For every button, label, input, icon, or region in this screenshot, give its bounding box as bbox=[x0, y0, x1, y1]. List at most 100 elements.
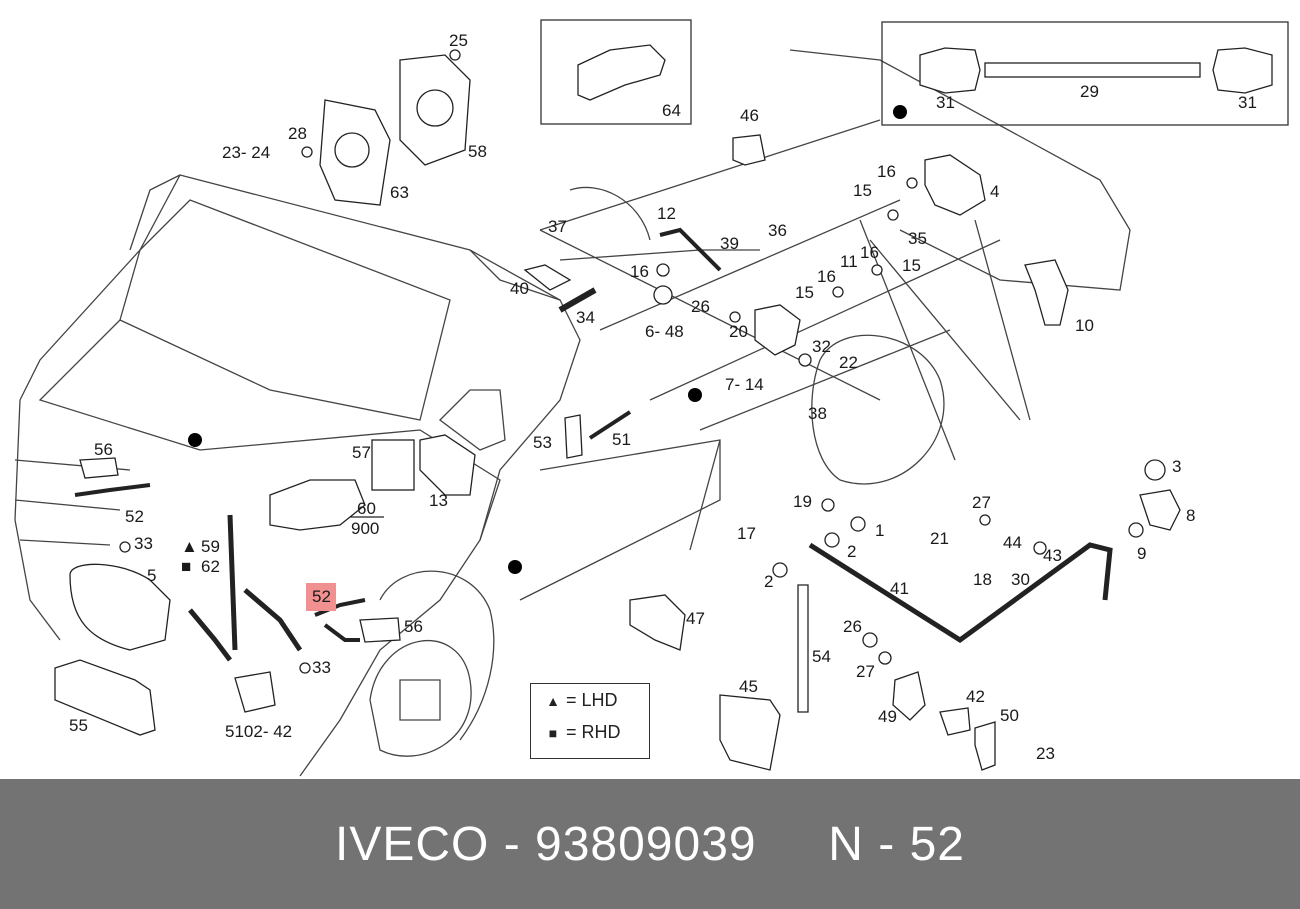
part-45-bracket bbox=[719, 694, 781, 771]
rear-wheel bbox=[811, 334, 945, 485]
label-53: 53 bbox=[533, 433, 552, 452]
label-57: 57 bbox=[352, 443, 371, 462]
label-39: 39 bbox=[720, 234, 739, 253]
label-8: 8 bbox=[1186, 506, 1195, 525]
parts-diagram: 25 58 28 23- 24 63 64 46 31 29 31 16 15 … bbox=[14, 19, 1289, 777]
part-51-pipe bbox=[588, 410, 632, 440]
lhd-symbol: ▲ bbox=[546, 693, 560, 709]
part-56-bracket-left bbox=[79, 457, 119, 479]
label-52-left: 52 bbox=[125, 507, 144, 526]
label-40: 40 bbox=[510, 279, 529, 298]
label-56-left: 56 bbox=[94, 440, 113, 459]
part-63-hole bbox=[334, 132, 370, 168]
part-31-nut-right bbox=[1212, 47, 1273, 94]
part-53-bracket bbox=[564, 414, 583, 459]
diagram-drawing bbox=[14, 19, 1289, 777]
label-23: 23 bbox=[1036, 744, 1055, 763]
part-12-pipe bbox=[659, 227, 722, 272]
vehicle-front-outline bbox=[14, 399, 131, 641]
label-45: 45 bbox=[739, 677, 758, 696]
part-55-bracket bbox=[54, 659, 156, 736]
inset-box-29-31 bbox=[881, 21, 1289, 126]
marker-dot bbox=[508, 560, 522, 574]
label-41: 41 bbox=[890, 579, 909, 598]
label-15-top: 15 bbox=[853, 181, 872, 200]
label-30: 30 bbox=[1011, 570, 1030, 589]
part-31-nut-left bbox=[919, 47, 981, 94]
label-59: 59 bbox=[201, 537, 220, 556]
mirror-bracket bbox=[439, 389, 506, 451]
part-13-bracket bbox=[419, 434, 476, 496]
label-22: 22 bbox=[839, 353, 858, 372]
part-7-14-valve bbox=[754, 304, 801, 356]
label-52-highlight: 52 bbox=[312, 587, 331, 606]
label-43: 43 bbox=[1043, 546, 1062, 565]
label-56-right: 56 bbox=[404, 617, 423, 636]
label-27-top: 27 bbox=[972, 493, 991, 512]
marker-dot bbox=[188, 433, 202, 447]
cab-roof-outline bbox=[129, 174, 561, 301]
label-44: 44 bbox=[1003, 533, 1022, 552]
part-5-reservoir bbox=[69, 563, 171, 651]
label-11: 11 bbox=[840, 252, 858, 271]
highlight-part-52 bbox=[306, 583, 336, 611]
label-3: 3 bbox=[1172, 457, 1181, 476]
label-49: 49 bbox=[878, 707, 897, 726]
rear-wheel-arch-right bbox=[569, 186, 651, 241]
part-46-bracket bbox=[732, 134, 766, 166]
label-46: 46 bbox=[740, 106, 759, 125]
chassis-frame-line-2 bbox=[539, 119, 1001, 431]
label-15-mid: 15 bbox=[902, 256, 921, 275]
label-64: 64 bbox=[662, 101, 681, 120]
label-19: 19 bbox=[793, 492, 812, 511]
label-23-24: 23- 24 bbox=[222, 143, 270, 162]
label-17: 17 bbox=[737, 524, 756, 543]
labels-layer: 25 58 28 23- 24 63 64 46 31 29 31 16 15 … bbox=[69, 31, 1257, 763]
label-42: 42 bbox=[966, 687, 985, 706]
label-29: 29 bbox=[1080, 82, 1099, 101]
part-49-bracket bbox=[892, 671, 926, 721]
legend-lhd: ▲ = LHD bbox=[545, 690, 617, 711]
label-32: 32 bbox=[812, 337, 831, 356]
label-16-left: 16 bbox=[630, 262, 649, 281]
label-27-low: 27 bbox=[856, 662, 875, 681]
label-12: 12 bbox=[657, 204, 676, 223]
label-54: 54 bbox=[812, 647, 831, 666]
label-33-right: 33 bbox=[312, 658, 331, 677]
label-10: 10 bbox=[1075, 316, 1094, 335]
label-51: 51 bbox=[612, 430, 631, 449]
label-9: 9 bbox=[1137, 544, 1146, 563]
vehicle-cab-outline bbox=[19, 174, 581, 777]
part-8-fitting bbox=[1139, 489, 1181, 531]
part-47-bracket bbox=[629, 594, 686, 651]
small-fittings bbox=[119, 49, 1166, 674]
part-52-pipe-left bbox=[74, 483, 151, 497]
label-26-low: 26 bbox=[843, 617, 862, 636]
marker-dot bbox=[893, 105, 907, 119]
part-58-hole bbox=[416, 89, 454, 127]
label-16-top: 16 bbox=[877, 162, 896, 181]
label-62: 62 bbox=[201, 557, 220, 576]
label-31-right: 31 bbox=[1238, 93, 1257, 112]
leader-lines bbox=[539, 219, 1031, 551]
part-29-rod bbox=[984, 62, 1201, 78]
part-40-plate bbox=[523, 264, 572, 291]
label-63: 63 bbox=[390, 183, 409, 202]
label-33-left: 33 bbox=[134, 534, 153, 553]
part-10-bracket bbox=[1024, 259, 1069, 326]
front-wheel-disc bbox=[369, 640, 472, 757]
chassis-frame-line bbox=[789, 49, 1131, 291]
label-2-left: 2 bbox=[764, 572, 773, 591]
label-16-mid: 16 bbox=[860, 243, 879, 262]
label-20: 20 bbox=[729, 322, 748, 341]
label-5: 5 bbox=[147, 566, 156, 585]
label-13: 13 bbox=[429, 491, 448, 510]
part-57-plate bbox=[371, 439, 415, 491]
part-52-pipe-right bbox=[314, 598, 366, 642]
part-50-bracket bbox=[974, 721, 996, 771]
label-6-48: 6- 48 bbox=[645, 322, 684, 341]
label-26-top: 26 bbox=[691, 297, 710, 316]
rhd-symbol: ■ bbox=[548, 725, 558, 741]
label-55: 55 bbox=[69, 716, 88, 735]
part-42-bracket bbox=[939, 707, 971, 736]
